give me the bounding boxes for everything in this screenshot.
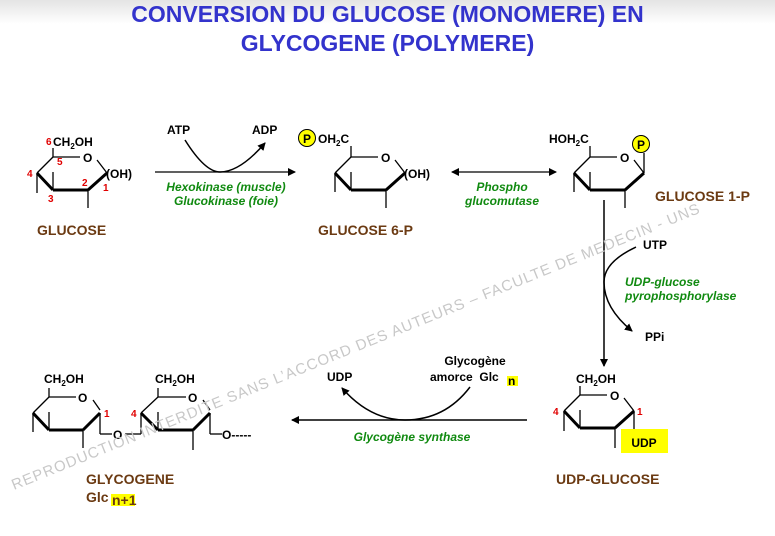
enzyme-glucokinase: Glucokinase (foie): [174, 194, 278, 208]
enzyme-hexokinase: Hexokinase (muscle): [166, 180, 285, 194]
glycosidic-oxygen: O: [113, 428, 122, 442]
udp-group-label: UDP: [631, 436, 656, 450]
primer-udp-curved-arrow: [341, 386, 471, 421]
primer-line-1: Glycogène: [444, 354, 506, 368]
g1p-hoh2c: HOH2C: [549, 132, 589, 148]
glycogen-name: GLYCOGENE: [86, 471, 174, 487]
glycogen-chain-tail: O-----: [222, 428, 251, 442]
primer-sub-highlight: [507, 376, 518, 386]
phosphate-circle-icon: [298, 129, 316, 147]
enzyme-pyrophosphorylase: pyrophosphorylase: [624, 289, 737, 303]
udpglucose-ring: [562, 386, 636, 448]
g1p-ring-oxygen: O: [620, 151, 629, 165]
g6p-anomeric-oh: (OH): [404, 167, 430, 181]
udp-glucose-molecule: CH2OH O 4 1 UDP UDP-GLUCOSE: [553, 372, 668, 487]
enzyme-glucomutase: glucomutase: [464, 194, 539, 208]
glucose-name: GLUCOSE: [37, 222, 106, 238]
g6p-ring-oxygen: O: [381, 151, 390, 165]
enzyme-udp-glucose: UDP-glucose: [625, 275, 700, 289]
carbon-number-4: 4: [131, 409, 137, 420]
step-phosphoglucomutase: Phospho glucomutase: [451, 168, 557, 208]
carbon-number-5: 5: [57, 157, 63, 168]
carbon-number-4: 4: [27, 169, 33, 180]
primer-subscript-n: n: [508, 374, 515, 388]
glucose-6-phosphate-molecule: P OH2C O (OH) GLUCOSE 6-P: [298, 129, 430, 238]
udp-released-label: UDP: [327, 370, 352, 384]
glucose-ring-oxygen: O: [83, 151, 92, 165]
glycogen-molecule: CH2OH O 1 O 4 CH2OH O O----- GLYCOGENE G…: [31, 372, 251, 508]
carbon-number-1: 1: [637, 407, 643, 418]
primer-line-2: amorce Glc: [430, 370, 499, 384]
glucose-molecule: CH2OH O (OH) 6 5 4 3 2 1 GLUCOSE: [27, 135, 132, 238]
g1p-name: GLUCOSE 1-P: [655, 188, 750, 204]
udp-highlight: [621, 429, 668, 453]
adp-label: ADP: [252, 123, 277, 137]
udpglucose-ch2oh: CH2OH: [576, 372, 616, 388]
carbon-number-6: 6: [46, 137, 52, 148]
phosphate-label: P: [303, 132, 311, 146]
glycogen-ring-2: [125, 388, 222, 450]
glucose-ring: [35, 148, 109, 208]
glucose-1-phosphate-molecule: HOH2C O P GLUCOSE 1-P: [549, 132, 750, 208]
glycogen-unit1-ch2oh: CH2OH: [44, 372, 84, 388]
atp-adp-curved-arrow: [184, 139, 266, 173]
phosphate-label: P: [637, 138, 645, 152]
g6p-name: GLUCOSE 6-P: [318, 222, 413, 238]
title-line-1: CONVERSION DU GLUCOSE (MONOMERE) EN: [131, 1, 644, 27]
g1p-ring: [572, 146, 646, 208]
carbon-number-3: 3: [48, 194, 54, 205]
glucose-anomeric-oh: (OH): [106, 167, 132, 181]
step-udp-glucose-pyrophosphorylase: UTP PPi UDP-glucose pyrophosphorylase: [600, 200, 737, 367]
glycogen-unit1-ring-oxygen: O: [78, 391, 87, 405]
udpglucose-name: UDP-GLUCOSE: [556, 471, 659, 487]
glucose-ch2oh: CH2OH: [53, 135, 93, 151]
utp-label: UTP: [643, 238, 667, 252]
g6p-ring: [333, 146, 407, 208]
enzyme-phospho: Phospho: [476, 180, 527, 194]
carbon-number-2: 2: [82, 178, 88, 189]
enzyme-glycogen-synthase: Glycogène synthase: [354, 430, 471, 444]
slide-title: CONVERSION DU GLUCOSE (MONOMERE) EN GLYC…: [0, 0, 775, 58]
step-hexokinase: ATP ADP Hexokinase (muscle) Glucokinase …: [155, 123, 296, 208]
glycogen-subscript-n-plus-1: n+1: [112, 492, 137, 508]
copyright-watermark: REPRODUCTION INTERDITE SANS L’ACCORD DES…: [9, 200, 703, 494]
utp-ppi-curved-arrow: [603, 246, 637, 332]
glycogen-ring-1: [31, 388, 112, 448]
udpglucose-ring-oxygen: O: [610, 389, 619, 403]
ppi-label: PPi: [645, 330, 664, 344]
atp-label: ATP: [167, 123, 190, 137]
carbon-number-1: 1: [104, 409, 110, 420]
glycogen-glc-label: Glc: [86, 489, 109, 505]
glycogen-unit2-ch2oh: CH2OH: [155, 372, 195, 388]
glycogen-sub-highlight: [111, 494, 135, 506]
carbon-number-1: 1: [103, 183, 109, 194]
phosphate-circle-icon: [632, 135, 650, 153]
glycogen-unit2-ring-oxygen: O: [188, 391, 197, 405]
title-line-2: GLYCOGENE (POLYMERE): [240, 30, 535, 56]
slide-header-gradient: [0, 0, 775, 24]
step-glycogen-synthase: UDP Glycogène amorce Glc n Glycogène syn…: [291, 354, 527, 444]
g6p-oh2c: OH2C: [318, 132, 349, 148]
carbon-number-4: 4: [553, 407, 559, 418]
